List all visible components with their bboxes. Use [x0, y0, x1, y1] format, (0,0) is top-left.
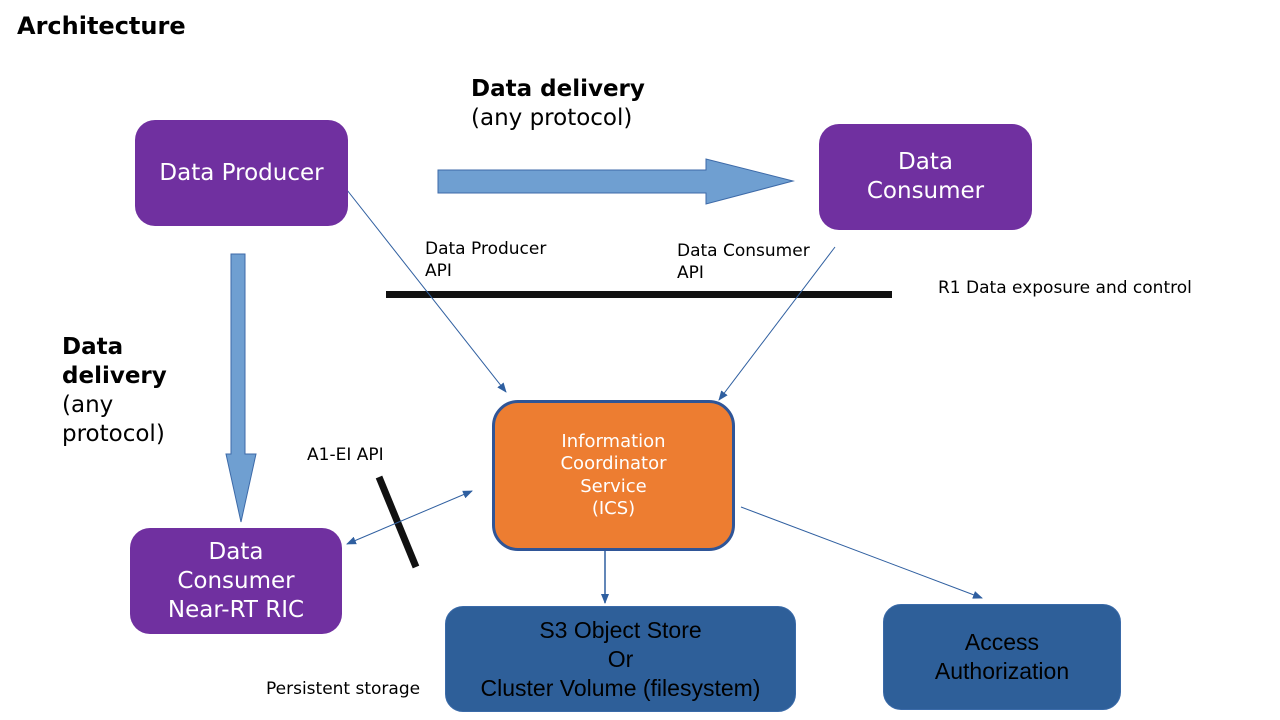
node-data-consumer[interactable]: Data Consumer	[819, 124, 1032, 230]
label-consumer-api-line1: Data Consumer	[677, 241, 810, 261]
page-title: Architecture	[17, 12, 186, 40]
node-ics[interactable]: Information Coordinator Service (ICS)	[492, 400, 735, 551]
node-ics-label: Information Coordinator Service (ICS)	[560, 430, 667, 520]
block-arrow-producer-to-consumer	[437, 158, 795, 205]
label-r1: R1 Data exposure and control	[938, 278, 1192, 298]
label-delivery-top: Data delivery (any protocol)	[471, 75, 645, 133]
node-near-rt-ric[interactable]: Data Consumer Near-RT RIC	[130, 528, 342, 634]
label-delivery-left-sub-2: protocol)	[62, 421, 165, 447]
node-storage[interactable]: S3 Object Store Or Cluster Volume (files…	[445, 606, 796, 712]
r1-interface-bar	[386, 291, 892, 298]
label-delivery-top-sub: (any protocol)	[471, 105, 633, 131]
label-delivery-left-sub-1: (any	[62, 392, 114, 418]
label-consumer-api-line2: API	[677, 263, 704, 283]
label-delivery-left-bold-1: Data	[62, 334, 124, 360]
label-a1ei-api: A1-EI API	[307, 445, 384, 465]
label-delivery-left-bold-2: delivery	[62, 363, 167, 389]
label-producer-api-line1: Data Producer	[425, 239, 547, 259]
node-data-consumer-label: Data Consumer	[866, 149, 985, 204]
a1ei-interface-bar	[375, 475, 420, 569]
label-consumer-api: Data Consumer API	[677, 240, 810, 284]
label-persistent-storage: Persistent storage	[266, 679, 421, 699]
label-producer-api-line2: API	[425, 261, 452, 281]
node-access-authorization-label: Access Authorization	[934, 629, 1070, 684]
edge-consumer-to-ics	[718, 246, 836, 401]
node-access-authorization[interactable]: Access Authorization	[883, 604, 1121, 710]
node-near-rt-ric-label: Data Consumer Near-RT RIC	[167, 538, 305, 623]
block-arrow-producer-to-ric	[225, 253, 257, 523]
edge-producer-to-ics	[346, 189, 507, 393]
edge-ics-ric-bidirectional	[346, 490, 473, 545]
node-storage-label: S3 Object Store Or Cluster Volume (files…	[480, 616, 761, 701]
label-delivery-top-bold: Data delivery	[471, 76, 645, 102]
edge-ics-to-access-auth	[740, 506, 983, 599]
label-producer-api: Data Producer API	[425, 238, 546, 282]
node-data-producer[interactable]: Data Producer	[135, 120, 348, 226]
label-delivery-left: Data delivery (any protocol)	[62, 333, 167, 449]
node-data-producer-label: Data Producer	[159, 159, 324, 186]
